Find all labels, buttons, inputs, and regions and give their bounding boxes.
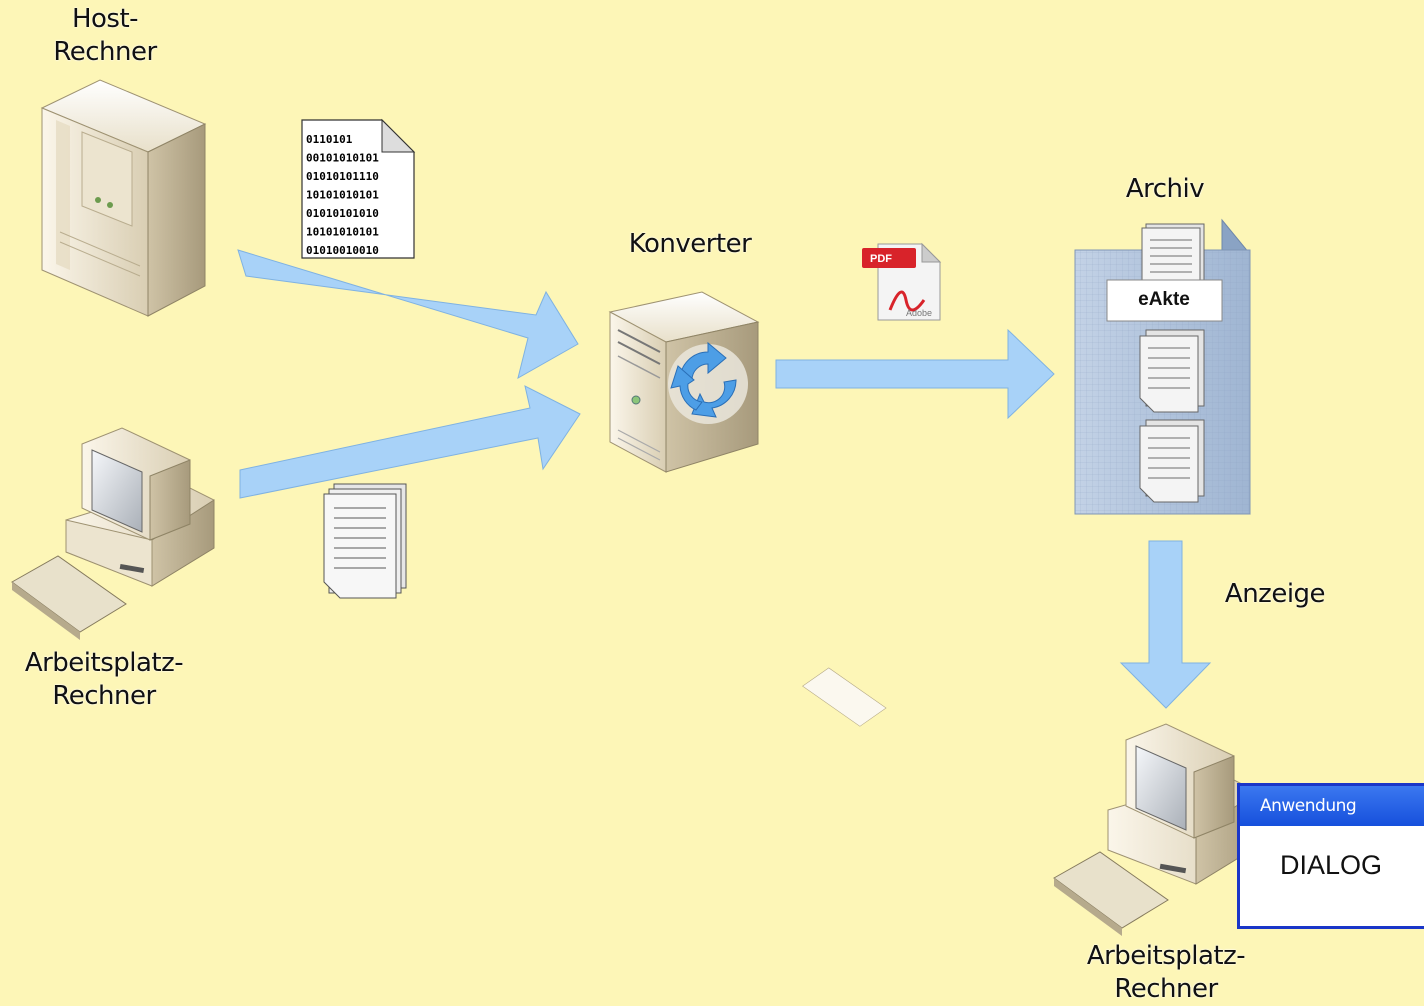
archive-label: Archiv (1125, 174, 1205, 204)
binary-line: 01010101010 (306, 207, 379, 220)
arrow-converter-to-archive (775, 328, 1055, 420)
converter-server-icon (608, 291, 760, 473)
converter-label: Konverter (628, 229, 752, 259)
display-label: Anzeige (1224, 579, 1326, 609)
workstation-left-icon (11, 427, 215, 640)
binary-line: 10101010101 (306, 189, 379, 202)
binary-line: 01010010010 (306, 244, 379, 257)
binary-line: 10101010101 (306, 226, 379, 239)
pdf-document-icon: PDF Adobe (862, 242, 942, 321)
archive-docs-bottom (1139, 419, 1205, 503)
host-computer-label: Host- Rechner (53, 4, 157, 67)
binary-document-icon: 0110101 00101010101 01010101110 10101010101… (301, 118, 416, 259)
document-stack-icon (323, 483, 407, 599)
archive-folder-icon: eAkte (1074, 218, 1251, 515)
application-dialog-window: Anwendung DIALOG (1237, 783, 1424, 929)
dialog-body-text: DIALOG (1280, 850, 1383, 880)
eakte-label: eAkte (1138, 289, 1190, 310)
binary-line: 01010101110 (306, 170, 379, 183)
arrow-archive-to-workstation (1119, 540, 1212, 709)
dialog-titlebar: Anwendung (1240, 786, 1424, 826)
workstation-right-icon (802, 667, 1259, 936)
host-server-icon (40, 79, 207, 317)
workstation-left-label: Arbeitsplatz- Rechner (24, 648, 184, 711)
pdf-badge-label: PDF (870, 253, 892, 265)
archive-docs-middle (1139, 329, 1205, 413)
workstation-right-label: Arbeitsplatz- Rechner (1086, 941, 1246, 1004)
adobe-label: Adobe (906, 308, 932, 318)
recycle-arrows-icon (670, 341, 737, 418)
arrow-host-to-converter (237, 249, 579, 380)
arrow-workstation-to-converter (239, 385, 581, 499)
binary-line: 00101010101 (306, 152, 379, 165)
binary-line: 0110101 (306, 133, 353, 146)
